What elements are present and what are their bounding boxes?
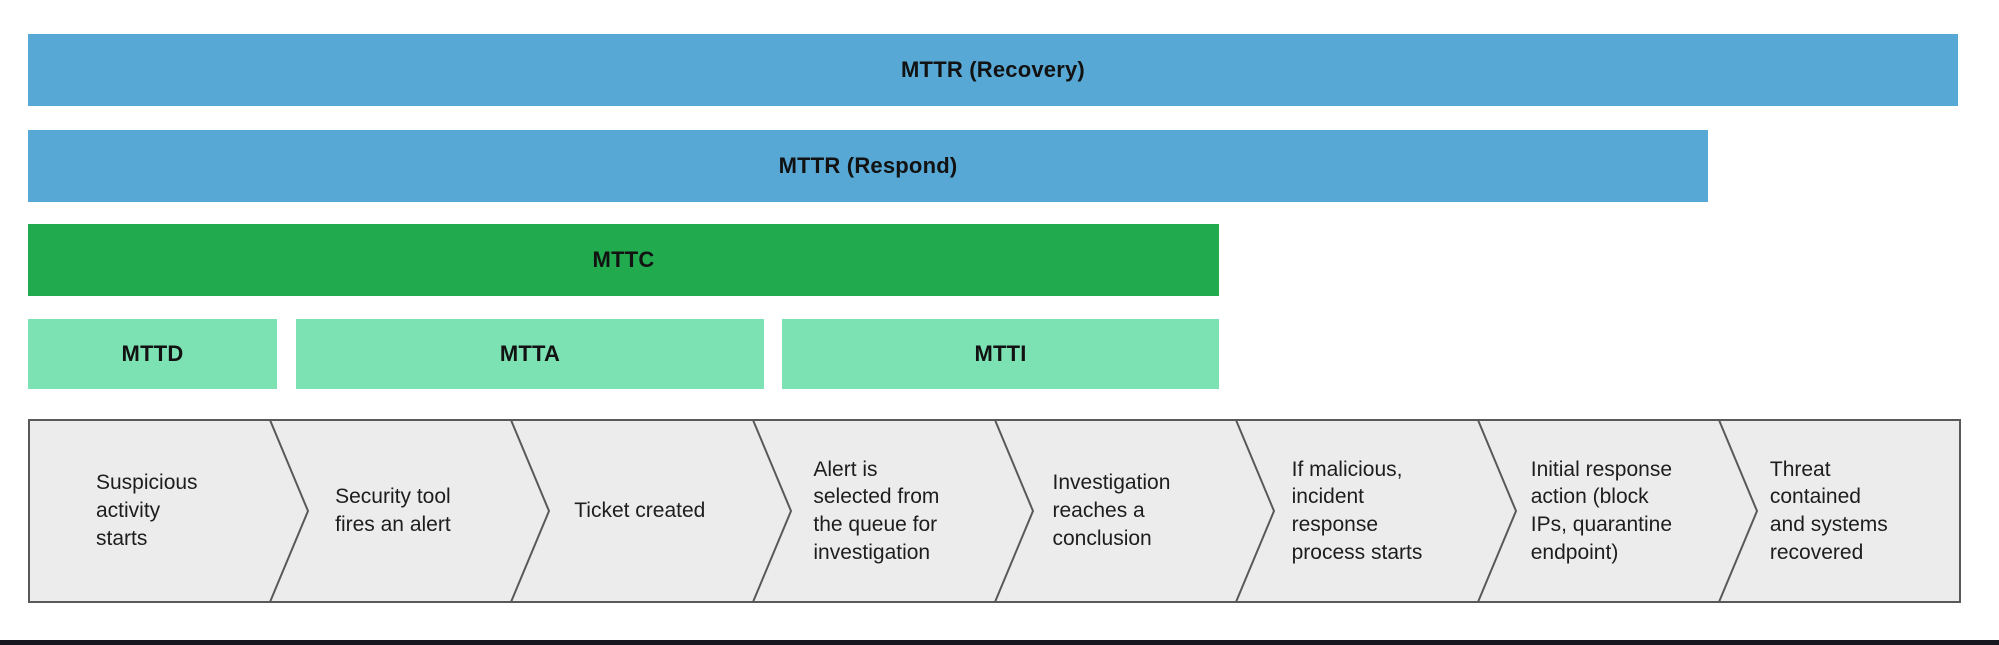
- chevron-divider: [269, 419, 310, 603]
- process-timeline-band: Suspicious activity starts Security tool…: [28, 419, 1961, 603]
- bar-mttc-label: MTTC: [592, 247, 655, 272]
- timeline-step-4-label: Alert is selected from the queue for inv…: [813, 457, 940, 564]
- bar-mttr-respond: MTTR (Respond): [28, 130, 1708, 202]
- chevron-divider: [994, 419, 1035, 603]
- timeline-steps: Suspicious activity starts Security tool…: [28, 419, 1961, 603]
- bar-mtta-label: MTTA: [499, 341, 561, 366]
- bar-mtti: MTTI: [782, 319, 1219, 389]
- timeline-step-2: Security tool fires an alert: [287, 419, 526, 603]
- chevron-divider: [1477, 419, 1518, 603]
- timeline-step-1: Suspicious activity starts: [28, 419, 287, 603]
- timeline-step-4: Alert is selected from the queue for inv…: [765, 419, 1004, 603]
- timeline-step-6-label: If malicious, incident response process …: [1291, 457, 1423, 564]
- chevron-divider: [510, 419, 551, 603]
- bar-mtta: MTTA: [296, 319, 764, 389]
- timeline-step-8: Threat contained and systems recovered: [1722, 419, 1961, 603]
- timeline-step-5: Investigation reaches a conclusion: [1005, 419, 1244, 603]
- timeline-band-graphic: [28, 419, 1961, 603]
- bar-mttd: MTTD: [28, 319, 277, 389]
- bar-mtti-label: MTTI: [974, 341, 1027, 366]
- timeline-step-8-label: Threat contained and systems recovered: [1769, 457, 1888, 564]
- bar-mttc: MTTC: [28, 224, 1219, 296]
- timeline-step-7: Initial response action (block IPs, quar…: [1483, 419, 1722, 603]
- timeline-step-1-label: Suspicious activity starts: [96, 471, 198, 550]
- chevron-divider: [752, 419, 793, 603]
- chevron-divider: [1718, 419, 1759, 603]
- bar-mttd-label: MTTD: [121, 341, 184, 366]
- chevron-divider: [1235, 419, 1276, 603]
- timeline-band-outline: [28, 419, 1961, 603]
- timeline-step-3-label: Ticket created: [574, 499, 706, 523]
- timeline-step-6: If malicious, incident response process …: [1244, 419, 1483, 603]
- bottom-edge-strip: [0, 640, 1999, 645]
- timeline-step-2-label: Security tool fires an alert: [335, 485, 451, 536]
- timeline-step-7-label: Initial response action (block IPs, quar…: [1530, 457, 1673, 564]
- bar-mttr-recovery: MTTR (Recovery): [28, 34, 1958, 106]
- bar-mttr-recovery-label: MTTR (Recovery): [901, 57, 1085, 82]
- bar-mttr-respond-label: MTTR (Respond): [778, 153, 958, 178]
- timeline-step-5-label: Investigation reaches a conclusion: [1052, 471, 1171, 550]
- timeline-step-3: Ticket created: [526, 419, 765, 603]
